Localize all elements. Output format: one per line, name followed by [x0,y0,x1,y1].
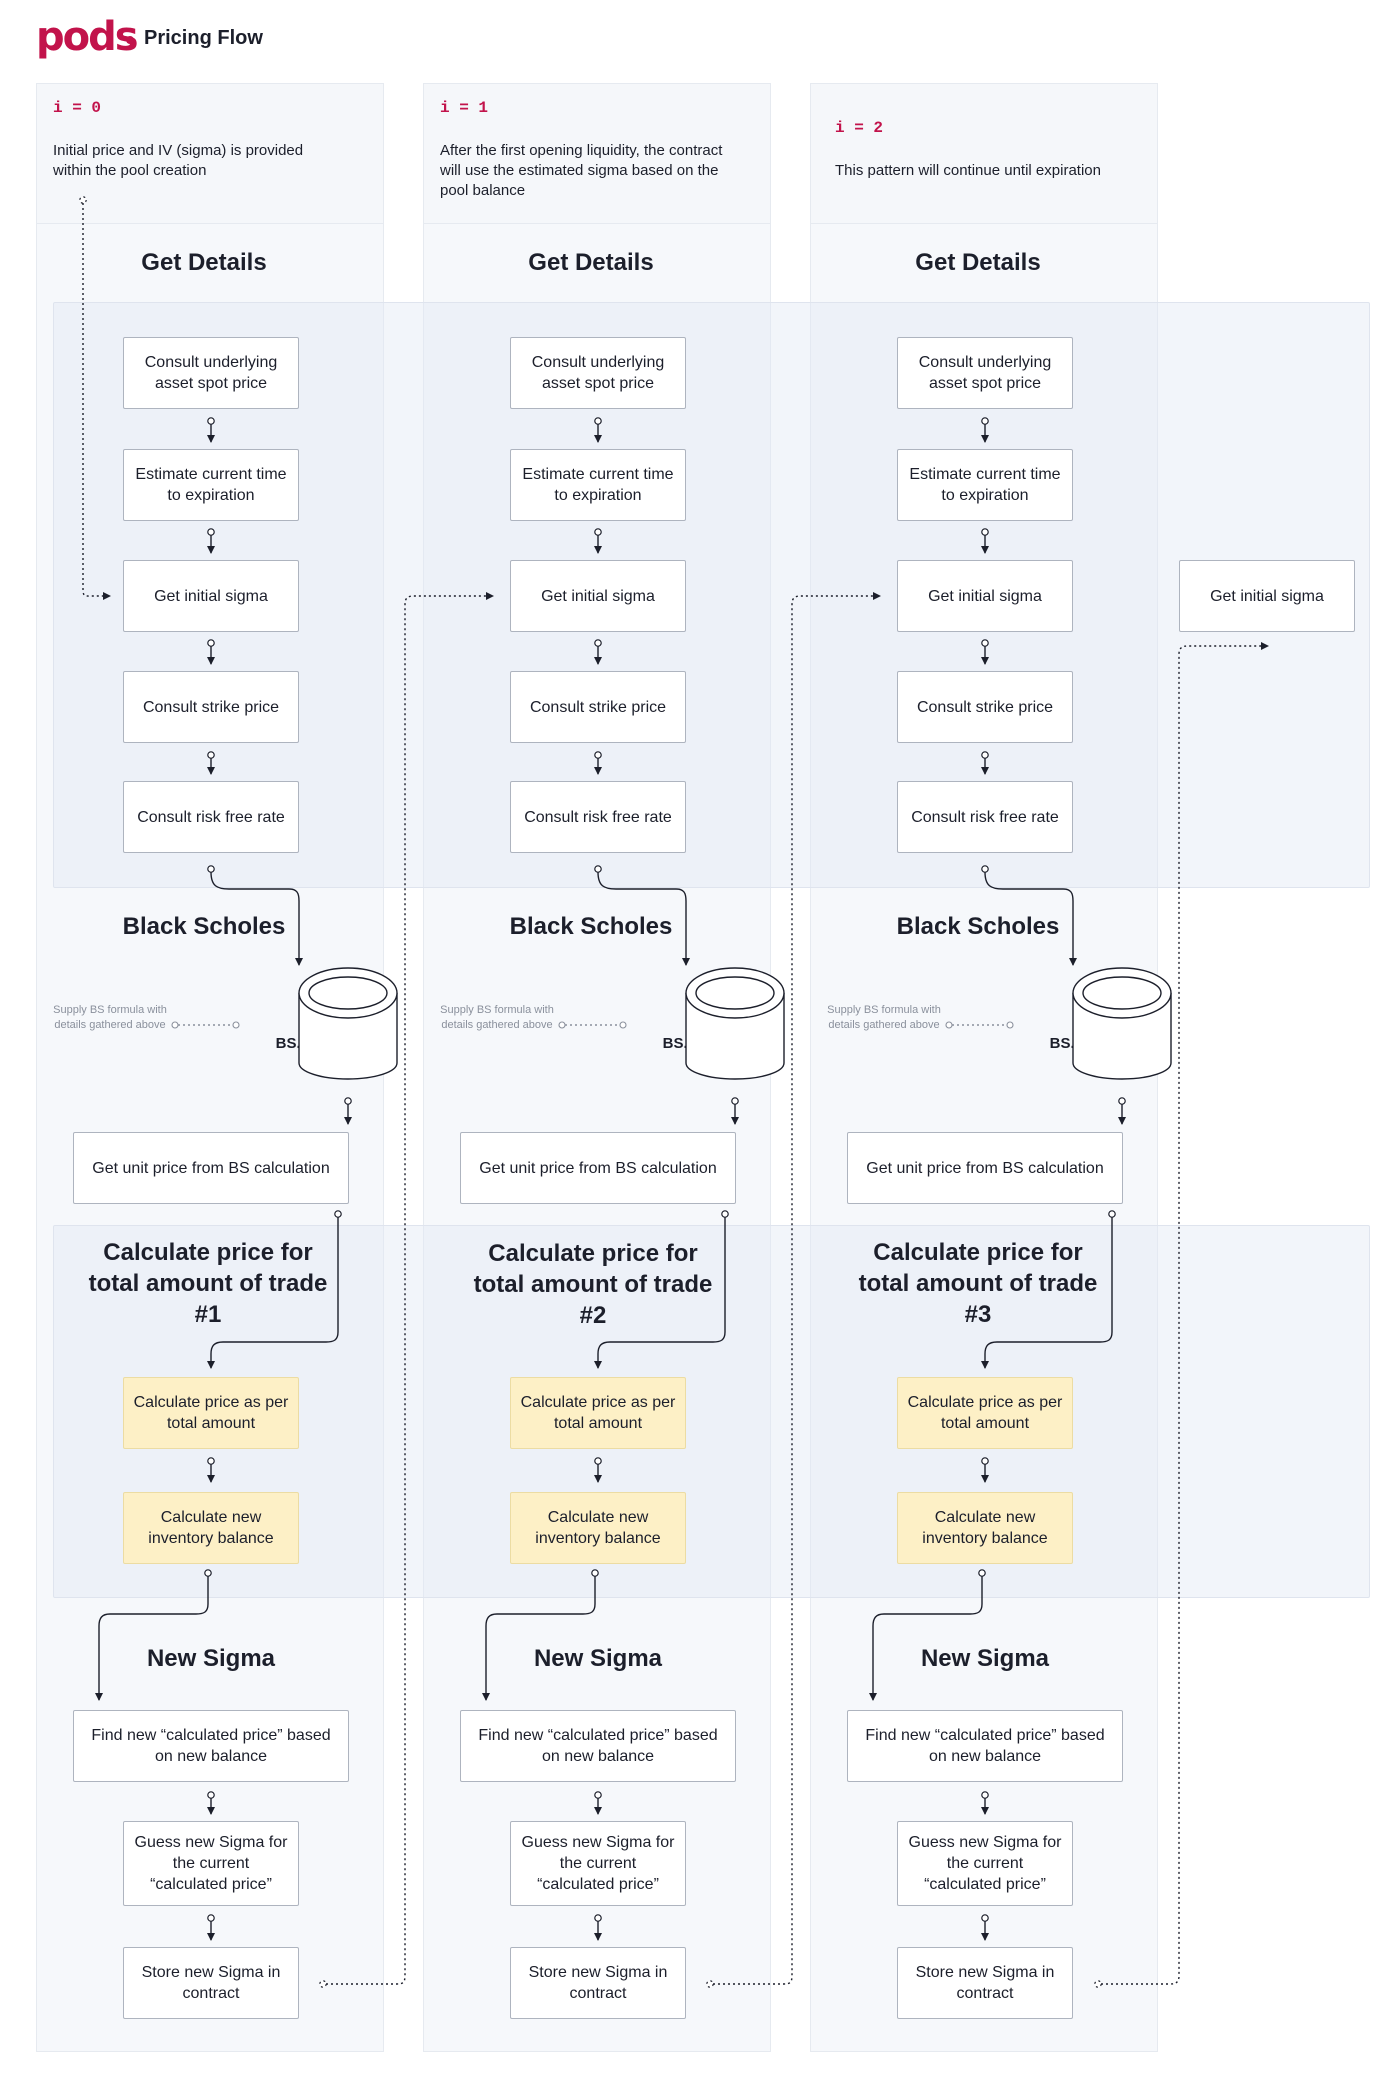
time-to-expiration-step: Estimate current time to expiration [897,449,1073,521]
initial-sigma-step: Get initial sigma [123,560,299,632]
iteration-label: i = 0 [53,99,102,117]
spot-price-step: Consult underlying asset spot price [897,337,1073,409]
strike-price-step: Consult strike price [510,671,686,743]
get-details-heading: Get Details [141,249,267,276]
iteration-label: i = 1 [440,99,489,117]
risk-free-rate-step: Consult risk free rate [897,781,1073,853]
find-calculated-price-step: Find new “calculated price” based on new… [847,1710,1123,1782]
strike-price-step: Consult strike price [123,671,299,743]
title-separator-dot [126,36,134,44]
guess-sigma-step: Guess new Sigma for the current “calcula… [123,1821,299,1906]
unit-price-step: Get unit price from BS calculation [847,1132,1123,1204]
guess-sigma-step: Guess new Sigma for the current “calcula… [897,1821,1073,1906]
store-sigma-step: Store new Sigma in contract [123,1947,299,2019]
guess-sigma-step: Guess new Sigma for the current “calcula… [510,1821,686,1906]
column-header [811,84,1157,224]
risk-free-rate-step: Consult risk free rate [123,781,299,853]
calculate-price-heading: Calculate price for total amount of trad… [858,1239,1098,1328]
spot-price-step: Consult underlying asset spot price [510,337,686,409]
page-title: Pricing Flow [144,27,263,49]
bs-note: Supply BS formula with details gathered … [53,1004,167,1031]
price-per-amount-step: Calculate price as per total amount [123,1377,299,1449]
find-calculated-price-step: Find new “calculated price” based on new… [460,1710,736,1782]
black-scholes-heading: Black Scholes [509,913,673,940]
price-per-amount-step: Calculate price as per total amount [897,1377,1073,1449]
database-cylinder-icon [685,967,785,1080]
unit-price-step: Get unit price from BS calculation [460,1132,736,1204]
column-header [424,84,770,224]
bs-note: Supply BS formula with details gathered … [440,1004,554,1031]
iteration-description: After the first opening liquidity, the c… [440,142,723,199]
new-sigma-heading: New Sigma [920,1645,1050,1672]
initial-sigma-step: Get initial sigma [897,560,1073,632]
inventory-balance-step: Calculate new inventory balance [123,1492,299,1564]
pods-logo: pods [36,14,139,60]
time-to-expiration-step: Estimate current time to expiration [510,449,686,521]
time-to-expiration-step: Estimate current time to expiration [123,449,299,521]
spot-price-step: Consult underlying asset spot price [123,337,299,409]
calculate-price-heading: Calculate price for total amount of trad… [88,1239,328,1328]
iteration-description: Initial price and IV (sigma) is provided… [53,142,304,179]
black-scholes-heading: Black Scholes [896,913,1060,940]
new-sigma-heading: New Sigma [533,1645,663,1672]
bs-note: Supply BS formula with details gathered … [827,1004,941,1031]
database-cylinder-icon [298,967,398,1080]
inventory-balance-step: Calculate new inventory balance [897,1492,1073,1564]
iteration-description: This pattern will continue until expirat… [835,162,1101,179]
column-header [37,84,383,224]
calculate-price-heading: Calculate price for total amount of trad… [473,1240,713,1329]
store-sigma-step: Store new Sigma in contract [510,1947,686,2019]
iteration-label: i = 2 [835,119,884,137]
initial-sigma-step: Get initial sigma [510,560,686,632]
black-scholes-heading: Black Scholes [122,913,286,940]
price-per-amount-step: Calculate price as per total amount [510,1377,686,1449]
new-sigma-heading: New Sigma [146,1645,276,1672]
get-details-heading: Get Details [528,249,654,276]
risk-free-rate-step: Consult risk free rate [510,781,686,853]
strike-price-step: Consult strike price [897,671,1073,743]
store-sigma-step: Store new Sigma in contract [897,1947,1073,2019]
inventory-balance-step: Calculate new inventory balance [510,1492,686,1564]
unit-price-step: Get unit price from BS calculation [73,1132,349,1204]
next-initial-sigma-step: Get initial sigma [1179,560,1355,632]
get-details-heading: Get Details [915,249,1041,276]
database-cylinder-icon [1072,967,1172,1080]
find-calculated-price-step: Find new “calculated price” based on new… [73,1710,349,1782]
